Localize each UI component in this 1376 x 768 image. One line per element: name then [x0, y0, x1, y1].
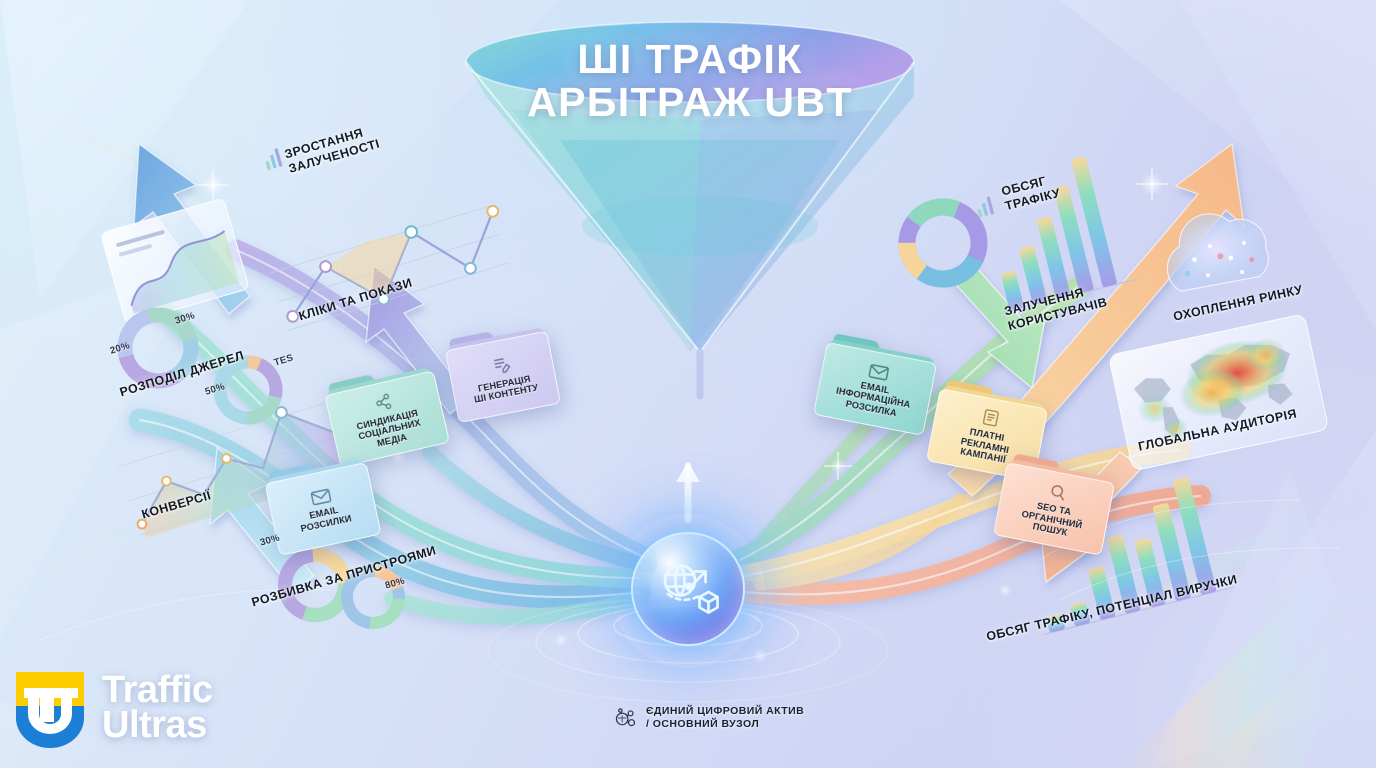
node-upward-arrow — [676, 462, 700, 524]
brand-logo[interactable]: Traffic Ultras — [14, 668, 213, 748]
brand-line-1: Traffic — [102, 669, 213, 712]
chart-revenue-potential-bars — [1043, 477, 1235, 636]
chart-traffic-volume-donut — [898, 198, 988, 288]
brand-wordmark: Traffic Ultras — [102, 669, 213, 746]
bars-glyph-engagement — [265, 148, 283, 171]
globe-arrow-cube-icon — [663, 564, 719, 614]
node-caption: ЄДИНИЙ ЦИФРОВИЙ АКТИВ / ОСНОВНИЙ ВУЗОЛ — [612, 705, 804, 731]
chart-source-split-donut-a — [117, 307, 199, 389]
bars-glyph-traffic-volume — [977, 196, 994, 218]
network-node-icon — [615, 708, 636, 727]
tu-monogram-icon — [14, 668, 88, 748]
caption-line-1: ЄДИНИЙ ЦИФРОВИЙ АКТИВ — [646, 705, 805, 717]
graphic-market-coverage-cloud — [1166, 213, 1269, 292]
chart-conversions-area — [117, 399, 358, 538]
envelope-icon — [868, 364, 889, 381]
chart-source-split-donut-b — [213, 355, 283, 425]
chart-device-donut-b — [341, 565, 405, 629]
lines-document-icon — [982, 409, 999, 427]
magnifier-icon — [1050, 485, 1064, 501]
chart-engagement-growth-curve — [101, 199, 249, 323]
center-node-orb[interactable] — [623, 524, 753, 654]
chart-user-engagement-bars — [1001, 156, 1138, 313]
chart-clicks-impressions-line — [268, 204, 509, 332]
document-pencil-icon — [493, 357, 510, 373]
caption-line-2: / ОСНОВНИЙ ВУЗОЛ — [646, 718, 760, 731]
share-nodes-icon — [376, 393, 392, 409]
chart-global-audience-heatmap — [1109, 315, 1328, 470]
envelope-icon — [310, 489, 331, 506]
node-caption-text: ЄДИНИЙ ЦИФРОВИЙ АКТИВ / ОСНОВНИЙ ВУЗОЛ — [646, 705, 804, 731]
brand-line-2: Ultras — [102, 704, 207, 746]
